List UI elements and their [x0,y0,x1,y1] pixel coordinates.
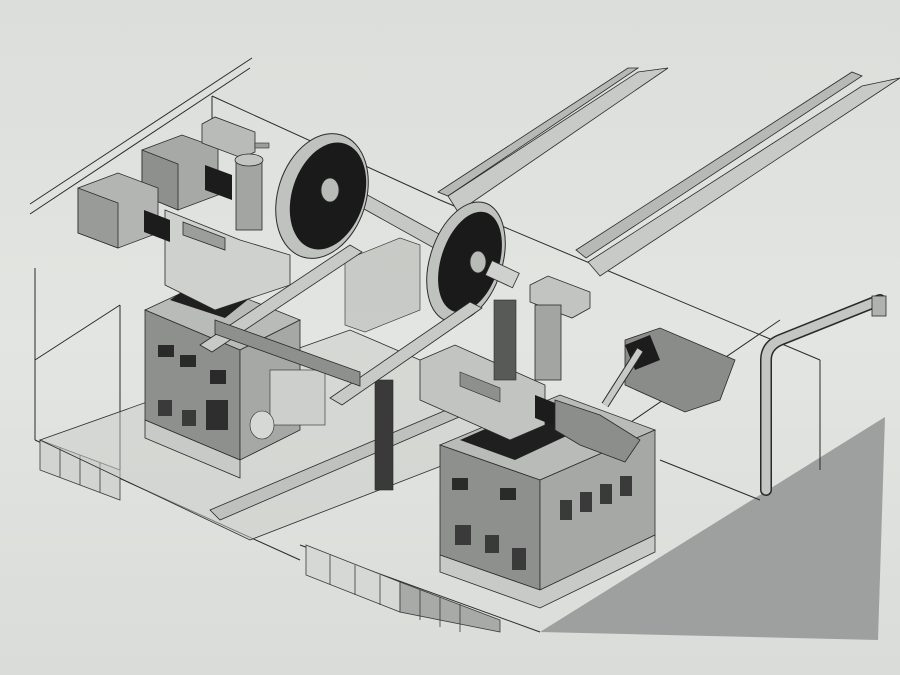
base-grid-bottom [305,544,501,633]
carriage-left [164,209,291,318]
hydraulic-cylinder-left [201,116,270,231]
wheel-left [275,133,369,259]
base-grid-left [39,439,121,501]
wheel-right [426,201,506,323]
motor-right-upper [601,327,736,413]
axle-end [484,260,520,289]
motor-left-lower [77,172,170,249]
motor-right-lower [419,344,641,463]
pipe [760,294,887,496]
floor-shadow-plane [540,417,885,640]
rails [437,67,900,277]
crossbeams [199,244,483,406]
hydraulic-cylinder-right [493,275,591,381]
center-machinery [249,237,421,491]
